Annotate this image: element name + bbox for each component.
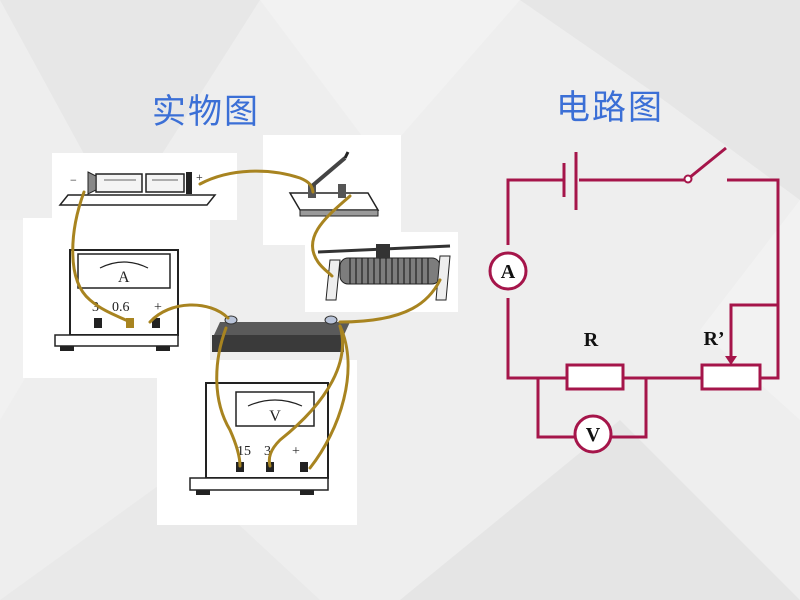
voltmeter-scale-3: 3 (264, 444, 271, 459)
battery-symbol (562, 152, 578, 210)
switch-symbol (683, 146, 727, 184)
panel-battery (52, 153, 237, 220)
ammeter-scale-0-6: 0.6 (112, 300, 130, 315)
voltmeter-dial-label: V (269, 408, 281, 425)
circuit-rheostat: R’ (700, 328, 762, 391)
ammeter-dial-label: A (118, 269, 130, 286)
rheostat (317, 244, 451, 301)
ammeter-scale-3: 3 (92, 300, 99, 315)
battery-holder: − + (58, 170, 217, 206)
circuit-voltmeter-label: V (586, 424, 601, 446)
battery-minus-label: − (70, 173, 77, 187)
voltmeter: V 15 3 + (189, 382, 329, 495)
resistor-label: R (584, 329, 599, 351)
heading-circuit-diagram: 电路图 (556, 88, 664, 128)
circuit-ammeter-label: A (501, 261, 516, 283)
circuit-ammeter: A (488, 251, 528, 291)
panel-switch (263, 135, 401, 245)
ammeter: A 3 0.6 + (54, 249, 179, 351)
circuit-wires (506, 178, 780, 439)
voltmeter-scale-15: 15 (237, 444, 251, 459)
voltmeter-scale-plus: + (292, 444, 300, 459)
heading-physical-diagram: 实物图 (152, 92, 260, 132)
battery-box (212, 315, 350, 352)
circuit-voltmeter: V (573, 414, 613, 454)
battery-plus-label: + (196, 170, 203, 184)
rheostat-label: R’ (703, 328, 724, 350)
ammeter-scale-plus: + (154, 300, 162, 315)
circuit-resistor: R (565, 329, 625, 391)
physical-wires (71, 169, 442, 470)
